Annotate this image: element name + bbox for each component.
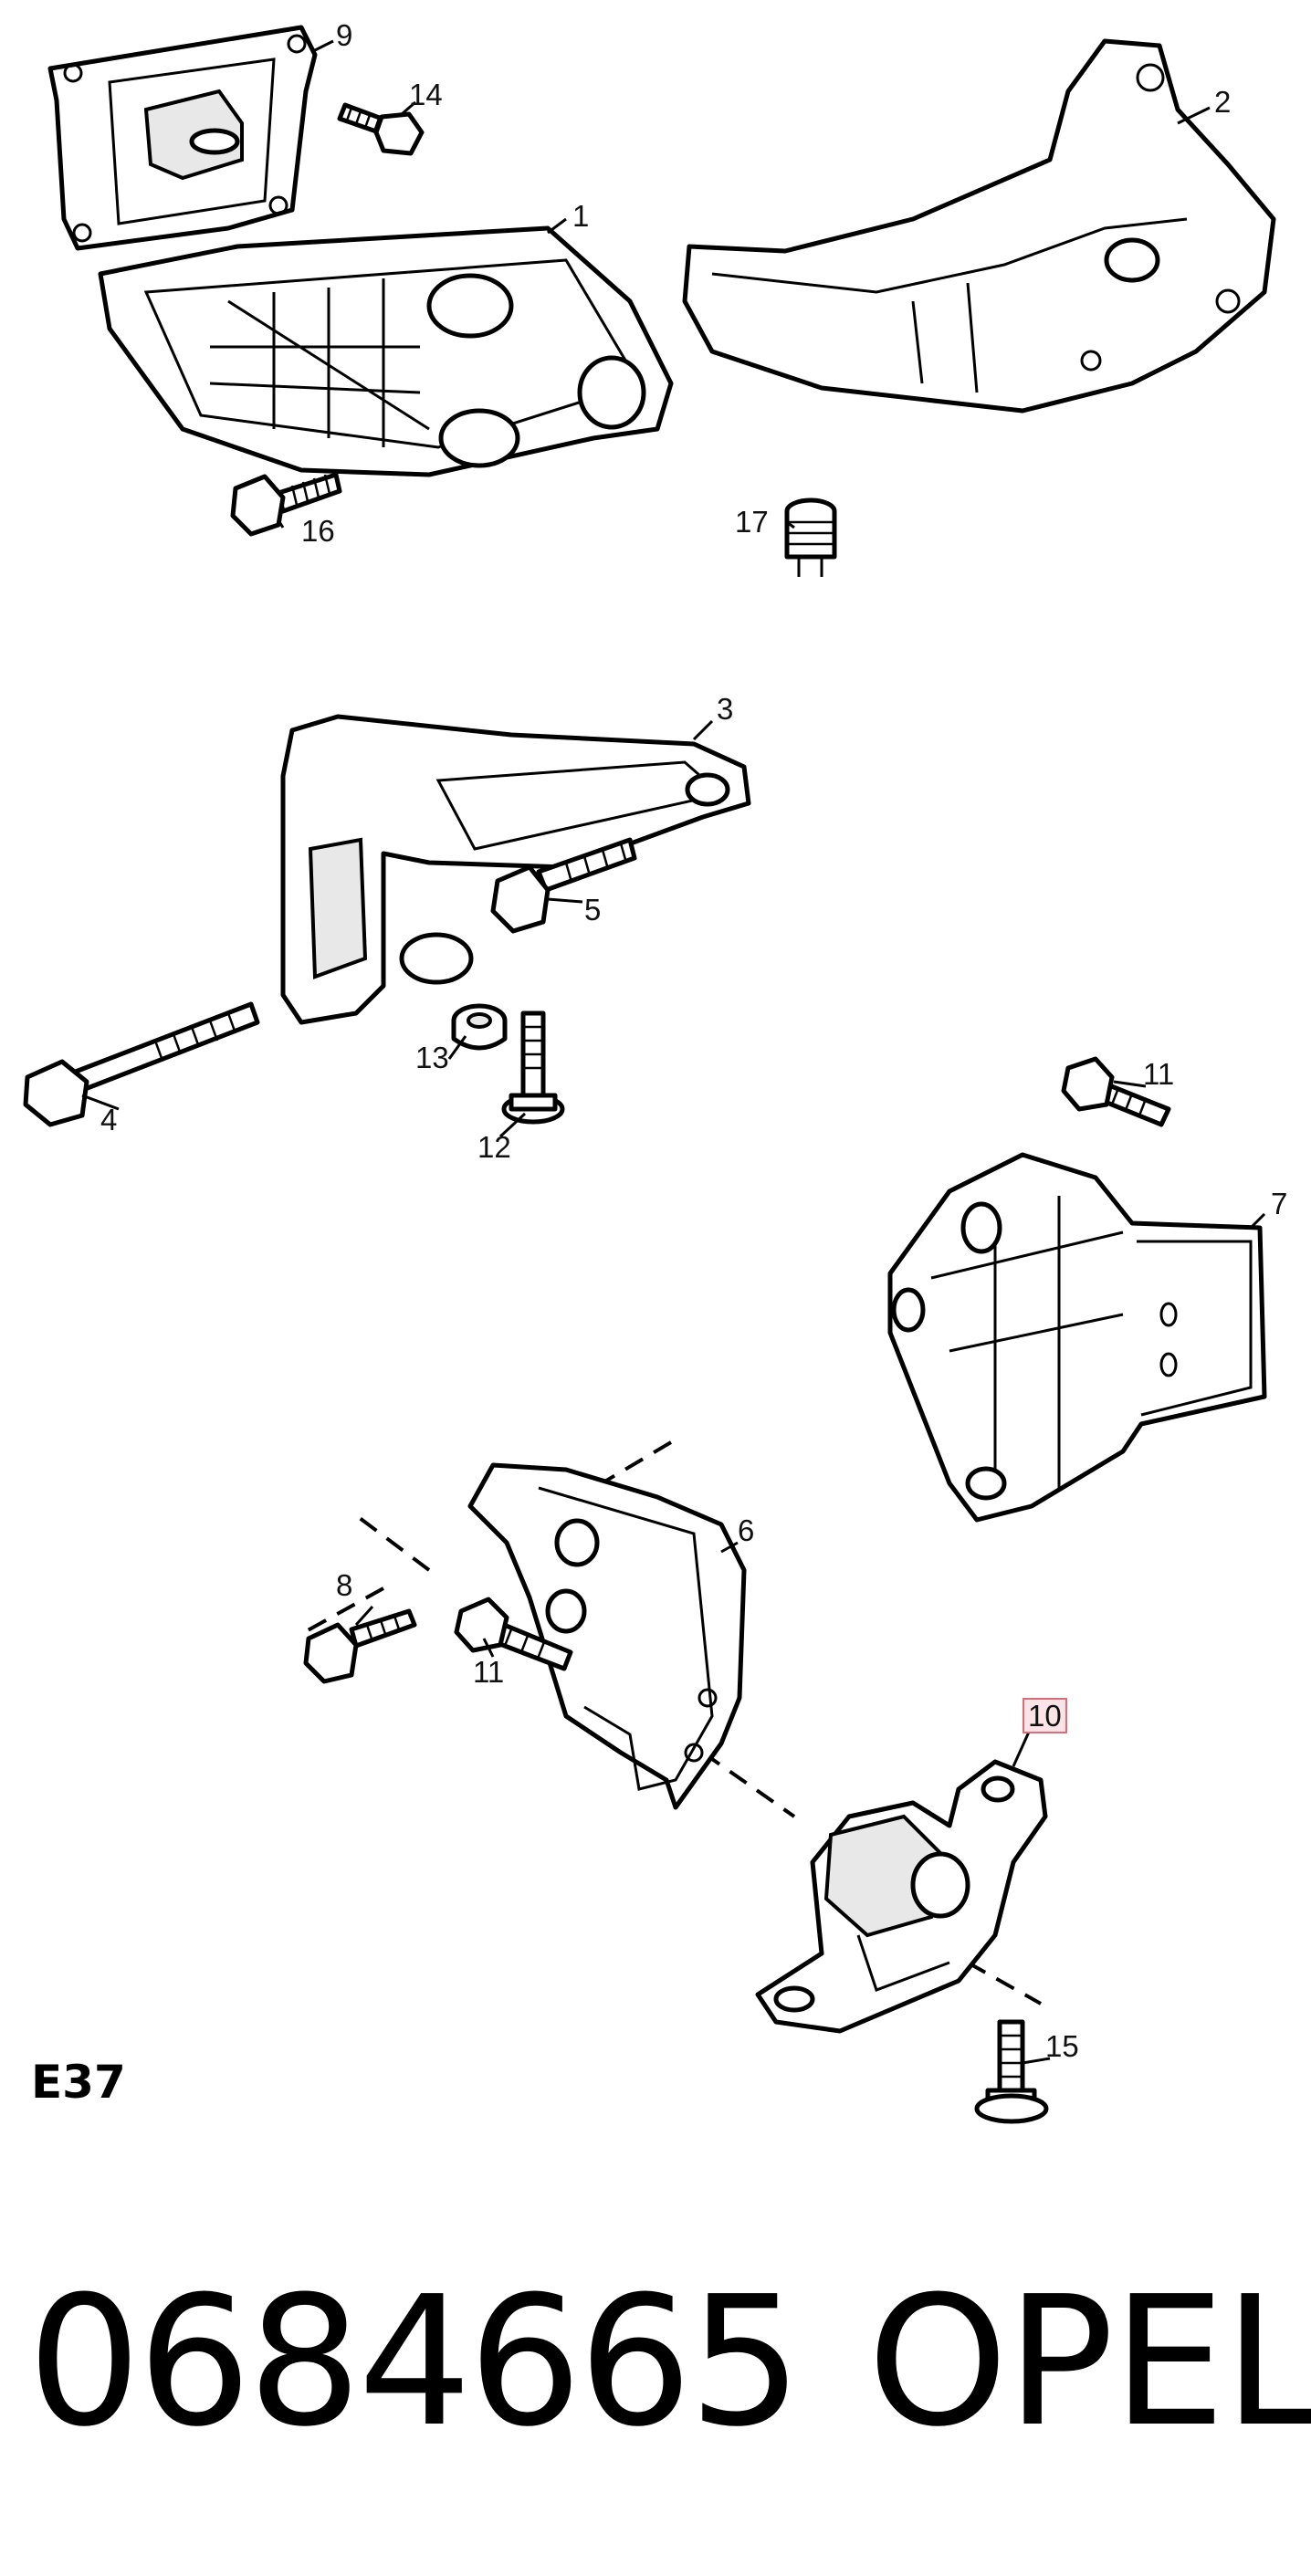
- label-12: 12: [477, 1130, 511, 1164]
- label-7: 7: [1271, 1187, 1288, 1220]
- brand-name: OPEL: [867, 2258, 1311, 2466]
- label-10-highlighted: 10: [1023, 1698, 1067, 1733]
- label-2: 2: [1214, 85, 1232, 119]
- part-17-insert: [784, 497, 837, 577]
- part-1-bracket: [98, 225, 674, 477]
- part-5-bolt: [490, 837, 637, 934]
- label-14: 14: [409, 78, 443, 111]
- assembly-line-lower: [701, 1751, 1042, 2005]
- part-15-flange-bolt: [974, 2019, 1049, 2124]
- label-3: 3: [717, 692, 734, 726]
- label-11-lower: 11: [473, 1655, 505, 1689]
- label-1: 1: [572, 199, 590, 233]
- label-16: 16: [301, 514, 335, 548]
- part-9-mount-plate: [47, 25, 318, 251]
- leader-lines: [81, 39, 1266, 2065]
- part-13-nut: [451, 1003, 508, 1051]
- label-11-top: 11: [1143, 1057, 1175, 1091]
- part-7-gusset-bracket: [887, 1152, 1267, 1523]
- label-9: 9: [336, 18, 353, 52]
- assembly-line-upper: [300, 1440, 673, 1636]
- label-15: 15: [1045, 2029, 1079, 2063]
- part-11-bolt-top: [1061, 1056, 1171, 1127]
- part-8-screw: [303, 1608, 417, 1684]
- label-6: 6: [738, 1513, 755, 1547]
- part-16-bolt: [230, 472, 342, 537]
- part-12-stud: [501, 1011, 565, 1125]
- label-8: 8: [336, 1568, 353, 1602]
- label-13: 13: [415, 1041, 449, 1074]
- diagram-code: E37: [31, 2056, 126, 2109]
- label-17: 17: [735, 505, 769, 539]
- part-10-engine-mount: [755, 1759, 1048, 2034]
- part-4-long-bolt: [23, 1001, 260, 1127]
- part-6-side-plate: [467, 1462, 747, 1810]
- label-4: 4: [100, 1103, 118, 1136]
- part-3-bracket: [280, 714, 751, 1025]
- part-11-bolt-lower: [454, 1597, 573, 1671]
- part-2-support-arm: [682, 38, 1276, 414]
- part-number: 0684665: [27, 2258, 802, 2466]
- label-5: 5: [584, 893, 602, 927]
- part-14-bolt: [337, 102, 425, 156]
